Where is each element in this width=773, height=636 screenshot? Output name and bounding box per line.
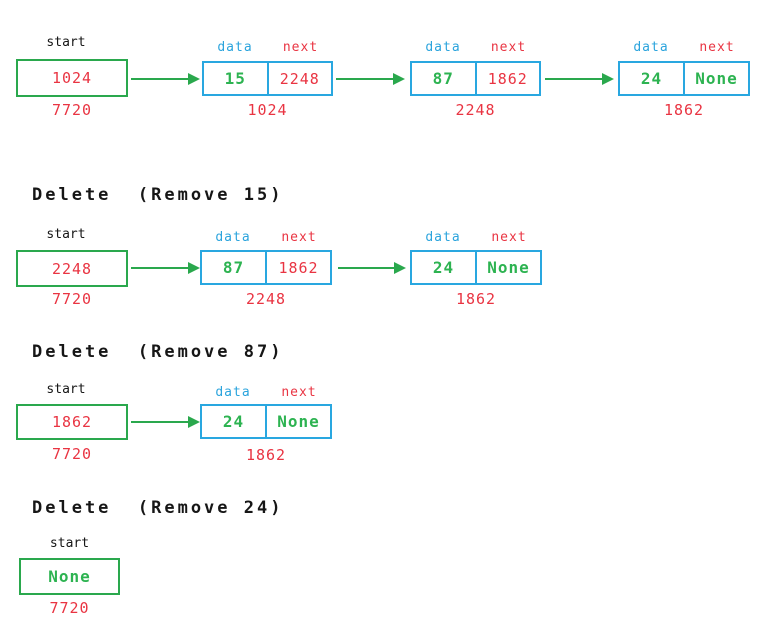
pointer-arrow: [338, 262, 406, 274]
node-address: 2248: [245, 290, 287, 308]
pointer-arrow: [131, 262, 200, 274]
next-label: next: [281, 385, 317, 400]
list-node: 24 None: [618, 61, 750, 96]
pointer-arrow: [131, 73, 200, 85]
node-next-value: 1862: [487, 69, 528, 88]
next-label: next: [282, 40, 319, 55]
data-label: data: [215, 385, 251, 400]
node-address: 1024: [247, 101, 288, 119]
list-node: 24 None: [200, 404, 332, 439]
start-label: start: [49, 536, 90, 551]
start-box: None: [19, 558, 120, 595]
node-data-value: 24: [222, 412, 245, 431]
data-cell: 87: [412, 63, 475, 94]
next-label: next: [491, 230, 527, 245]
node-data-value: 87: [432, 69, 454, 88]
section-heading: Delete (Remove 15): [32, 185, 284, 205]
pointer-arrow: [336, 73, 405, 85]
start-label: start: [46, 382, 86, 397]
next-label: next: [699, 40, 735, 55]
start-address: 7720: [51, 101, 93, 119]
node-next-value: 2248: [279, 69, 320, 88]
start-value: 1862: [51, 413, 93, 431]
start-value: 2248: [51, 259, 93, 278]
start-label: start: [46, 227, 86, 242]
start-box: 1862: [16, 404, 128, 440]
node-address: 1862: [663, 101, 705, 119]
list-node: 87 1862: [200, 250, 332, 285]
pointer-arrow: [545, 73, 614, 85]
start-label: start: [46, 35, 86, 50]
data-cell: 24: [202, 406, 265, 437]
next-cell: None: [475, 252, 540, 283]
data-cell: 87: [202, 252, 265, 283]
start-value: 1024: [51, 69, 93, 87]
start-address: 7720: [49, 599, 90, 617]
node-next-value: None: [695, 69, 738, 88]
next-label: next: [490, 40, 527, 55]
node-data-value: 87: [222, 258, 245, 277]
node-next-value: None: [277, 412, 320, 431]
node-next-value: None: [487, 258, 530, 277]
data-label: data: [215, 230, 251, 245]
list-node: 24 None: [410, 250, 542, 285]
section-heading: Delete (Remove 24): [32, 498, 284, 518]
next-cell: 1862: [474, 63, 540, 94]
next-cell: None: [683, 63, 748, 94]
pointer-arrow: [131, 416, 200, 428]
section-heading: Delete (Remove 87): [32, 342, 284, 362]
next-cell: 1862: [265, 252, 330, 283]
next-cell: 2248: [266, 63, 332, 94]
start-value: None: [48, 567, 91, 586]
node-data-value: 24: [640, 69, 663, 88]
node-address: 2248: [455, 101, 496, 119]
node-address: 1862: [455, 290, 497, 308]
next-cell: None: [265, 406, 330, 437]
node-address: 1862: [245, 446, 287, 464]
data-label: data: [633, 40, 669, 55]
data-cell: 24: [620, 63, 683, 94]
start-box: 1024: [16, 59, 128, 97]
data-label: data: [425, 230, 461, 245]
data-label: data: [425, 40, 461, 55]
node-data-value: 15: [224, 69, 246, 88]
next-label: next: [281, 230, 317, 245]
node-data-value: 24: [432, 258, 455, 277]
node-next-value: 1862: [278, 258, 319, 277]
start-address: 7720: [51, 445, 93, 463]
start-address: 7720: [51, 290, 93, 308]
list-node: 15 2248: [202, 61, 333, 96]
data-cell: 15: [204, 63, 267, 94]
data-label: data: [217, 40, 253, 55]
data-cell: 24: [412, 252, 475, 283]
list-node: 87 1862: [410, 61, 541, 96]
start-box: 2248: [16, 250, 128, 287]
